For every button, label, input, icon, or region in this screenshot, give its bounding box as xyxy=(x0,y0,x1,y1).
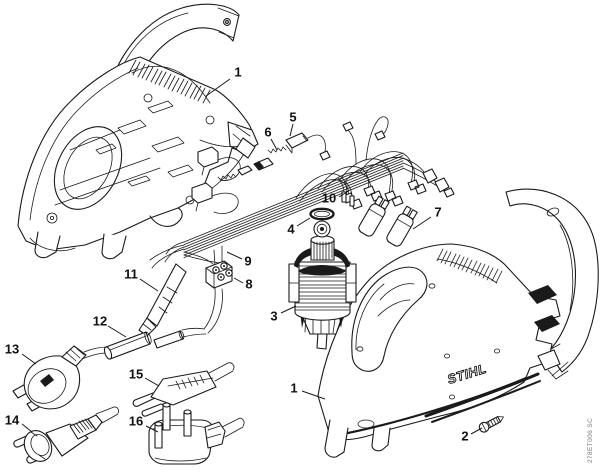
callout-leader-line xyxy=(21,423,33,433)
callout-number: 15 xyxy=(129,367,143,382)
callout-number: 1 xyxy=(290,381,297,396)
callout-number: 8 xyxy=(245,277,252,292)
callout-14-13: 14 xyxy=(5,413,33,433)
callout-4-4: 4 xyxy=(287,217,311,237)
callout-number: 4 xyxy=(287,222,295,237)
callout-11-9: 11 xyxy=(124,267,159,292)
callout-number: 16 xyxy=(129,414,143,429)
callout-leader-line xyxy=(21,353,37,365)
switch-contacts xyxy=(191,146,241,214)
callout-number: 6 xyxy=(264,125,271,140)
carbon-brush-second xyxy=(217,157,274,181)
callout-leader-line xyxy=(338,189,351,198)
callout-leader-line xyxy=(296,217,311,227)
callout-leader-line xyxy=(205,78,231,97)
callout-16-14: 16 xyxy=(129,414,159,433)
callout-12-10: 12 xyxy=(93,314,127,338)
watermark-code: 278ET006 SC xyxy=(587,418,594,463)
callout-2-16: 2 xyxy=(461,427,483,444)
power-plug-schuko xyxy=(13,406,119,464)
wiring-harness xyxy=(149,116,455,269)
strain-relief-sleeve xyxy=(138,263,187,337)
callout-number: 10 xyxy=(322,191,336,206)
callout-leader-line xyxy=(280,305,297,314)
terminal-block xyxy=(203,245,233,334)
suppressor-capacitors xyxy=(358,195,418,247)
callout-leader-line xyxy=(301,390,326,400)
callout-leader-line xyxy=(139,278,159,292)
power-plug-uk xyxy=(148,402,245,465)
callout-number: 1 xyxy=(234,65,241,80)
callout-leader-line xyxy=(107,325,127,338)
callout-1-0: 1 xyxy=(205,65,242,97)
callout-number: 11 xyxy=(124,267,138,282)
callout-13-11: 13 xyxy=(5,342,37,365)
callout-8-7: 8 xyxy=(233,277,253,292)
callout-number: 9 xyxy=(244,254,251,269)
callout-10-3: 10 xyxy=(322,189,351,206)
armature-rotor xyxy=(288,220,357,350)
callout-leader-line xyxy=(233,277,244,284)
callout-leader-line xyxy=(412,216,432,230)
cord-sleeve xyxy=(81,327,207,360)
callout-number: 13 xyxy=(5,342,19,357)
callout-number: 5 xyxy=(289,110,296,125)
callout-7-5: 7 xyxy=(412,205,442,230)
callout-number: 7 xyxy=(434,205,441,220)
callout-leader-line xyxy=(226,251,243,260)
o-ring xyxy=(309,207,335,221)
power-plug-australia xyxy=(12,345,87,412)
callout-leader-line xyxy=(145,425,159,433)
screw xyxy=(478,416,504,433)
carbon-brush-5 xyxy=(285,132,331,161)
callout-leader-line xyxy=(144,377,160,387)
housing-half-right: STIHL xyxy=(317,188,599,458)
callout-15-12: 15 xyxy=(129,367,160,387)
callout-9-6: 9 xyxy=(226,251,252,269)
callout-6-2: 6 xyxy=(264,125,278,151)
callout-3-8: 3 xyxy=(270,305,297,324)
callout-number: 2 xyxy=(461,429,468,444)
callout-number: 3 xyxy=(270,309,277,324)
callout-number: 12 xyxy=(93,314,107,329)
callout-5-1: 5 xyxy=(289,110,297,137)
power-plug-euro xyxy=(132,362,235,417)
callout-leader-line xyxy=(470,427,483,435)
callout-number: 14 xyxy=(5,413,20,428)
housing-half-left xyxy=(17,3,259,260)
callout-leader-line xyxy=(270,138,278,151)
callout-1-15: 1 xyxy=(290,381,326,400)
callout-leader-line xyxy=(289,123,294,137)
